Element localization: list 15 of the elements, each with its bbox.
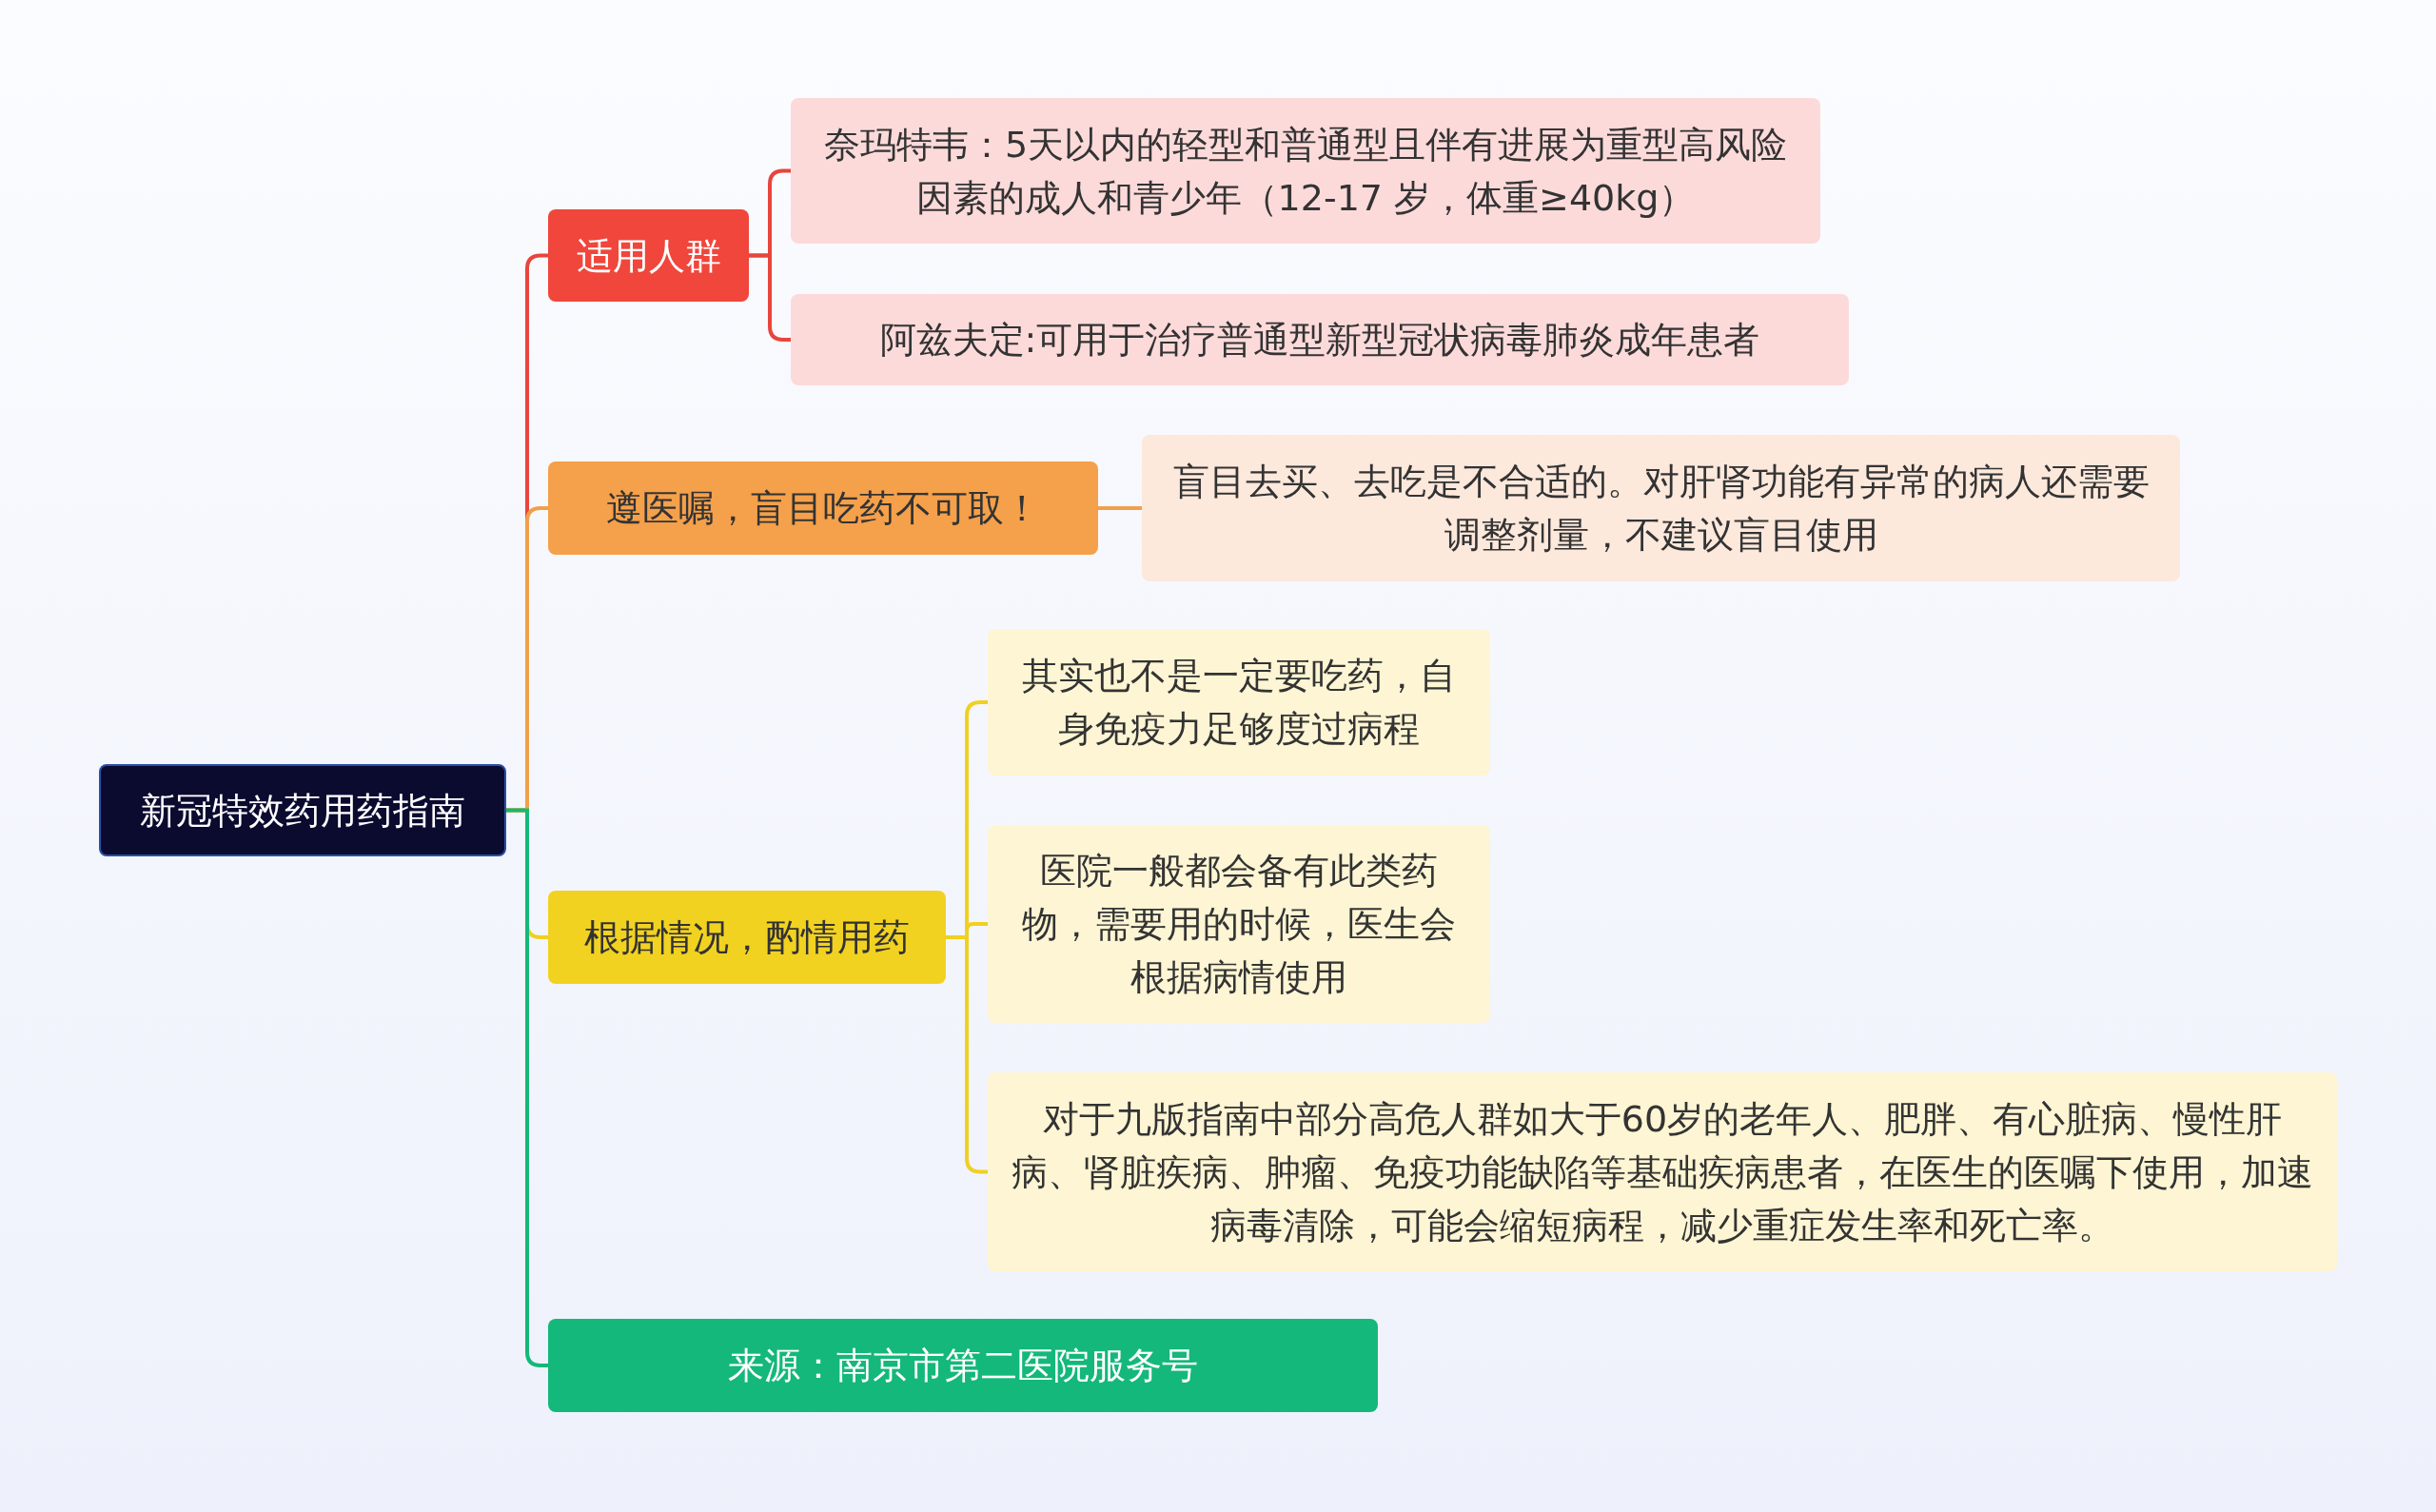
connector-line (1098, 506, 1142, 510)
note-box: 盲目去买、去吃是不合适的。对肝肾功能有异常的病人还需要调整剂量，不建议盲目使用 (1142, 435, 2180, 581)
connector-line (749, 253, 791, 342)
note-box: 奈玛特韦：5天以内的轻型和普通型且伴有进展为重型高风险因素的成人和青少年（12-17 岁，体重≥40kg） (791, 98, 1820, 244)
connector-line (946, 935, 988, 1174)
connector-line (506, 808, 548, 1367)
note-box: 对于九版指南中部分高危人群如大于60岁的老年人、肥胖、有心脏病、慢性肝病、肾脏疾病、肿瘤、免疫功能缺陷等基础疾病患者，在医生的医嘱下使用，加速病毒清除，可能会缩短病程，减少重症发生率和死亡率。 (988, 1072, 2337, 1271)
topic-box: 遵医嘱，盲目吃药不可取！ (548, 461, 1098, 555)
note-box: 阿兹夫定:可用于治疗普通型新型冠状病毒肺炎成年患者 (791, 294, 1849, 385)
note-box: 医院一般都会备有此类药物，需要用的时候，医生会根据病情使用 (988, 825, 1490, 1023)
source-box: 来源：南京市第二医院服务号 (548, 1319, 1378, 1412)
topic-box: 根据情况，酌情用药 (548, 891, 946, 984)
note-box: 其实也不是一定要吃药，自身免疫力足够度过病程 (988, 629, 1490, 776)
topic-box: 适用人群 (548, 209, 749, 302)
root-topic: 新冠特效药用药指南 (99, 764, 506, 856)
